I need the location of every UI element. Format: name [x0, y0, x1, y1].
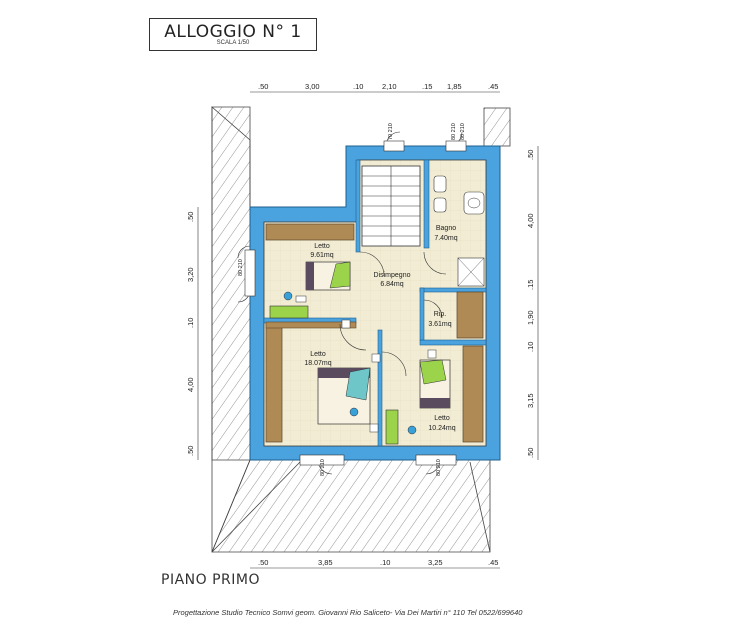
door-tag-f: 80 210 — [460, 123, 466, 140]
dimension-lines — [197, 91, 539, 569]
title-box: ALLOGGIO N° 1 SCALA 1/50 — [149, 18, 317, 51]
plan-scale: SCALA 1/50 — [216, 40, 250, 46]
wardrobes — [265, 223, 484, 443]
room-1-area: 6.84mq — [380, 281, 403, 288]
roof-area — [211, 106, 511, 553]
room-3-name: Rip. — [434, 311, 447, 318]
room-0-area: 9.61mq — [310, 252, 333, 259]
dim-right-2: .15 — [526, 280, 535, 290]
room-0-name: Letto — [314, 243, 330, 250]
window-openings — [244, 140, 467, 466]
dim-bottom-0: .50 — [258, 558, 268, 567]
credits-line: Progettazione Studio Tecnico Somvi geom.… — [173, 608, 523, 617]
door-tag-c: 80 210 — [238, 259, 244, 276]
dim-top-1: 3,00 — [305, 82, 320, 91]
dim-top-4: .15 — [422, 82, 432, 91]
room-3-area: 3.61mq — [428, 321, 451, 328]
dim-right-0: .50 — [526, 150, 535, 160]
dimension-labels-top: .50 3,00 .10 2,10 .15 1,85 .45 — [258, 82, 498, 91]
dim-left-2: .10 — [186, 318, 195, 328]
room-4-name: Letto — [310, 351, 326, 358]
staircase — [361, 165, 421, 247]
door-tag-d: 80 210 — [320, 459, 326, 476]
dim-right-1: 4,00 — [526, 213, 535, 228]
dim-left-1: 3,20 — [186, 267, 195, 282]
room-2-area: 7.40mq — [434, 235, 457, 242]
dim-top-0: .50 — [258, 82, 268, 91]
room-2-name: Bagno — [436, 225, 456, 232]
dim-left-3: 4,00 — [186, 377, 195, 392]
room-labels: Letto 9.61mq Disimpegno 6.84mq Bagno 7.4… — [304, 225, 457, 432]
room-5-area: 10.24mq — [428, 425, 455, 432]
dim-bottom-1: 3,85 — [318, 558, 333, 567]
bathroom-fixtures — [433, 175, 485, 287]
dimension-labels-bottom: .50 3,85 .10 3,25 .45 — [258, 558, 498, 567]
room-4-area: 18.07mq — [304, 360, 331, 367]
dim-left-0: .50 — [186, 212, 195, 222]
dim-top-6: .45 — [488, 82, 498, 91]
dim-left-4: .50 — [186, 446, 195, 456]
dimension-labels-right: .50 4,00 .15 1,90 .10 3,15 .50 — [526, 150, 535, 458]
dim-right-4: .10 — [526, 342, 535, 352]
dim-top-5: 1,85 — [447, 82, 462, 91]
dim-right-6: .50 — [526, 448, 535, 458]
room-5-name: Letto — [434, 415, 450, 422]
dim-top-3: 2,10 — [382, 82, 397, 91]
desks — [269, 291, 437, 445]
dim-bottom-2: .10 — [380, 558, 390, 567]
dim-right-5: 3,15 — [526, 393, 535, 408]
door-tag-e: 80 210 — [436, 459, 442, 476]
door-tags: 70 210 80 210 80 210 80 210 80 210 80 21… — [238, 123, 466, 476]
door-tag-b: 80 210 — [451, 123, 457, 140]
dim-right-3: 1,90 — [526, 310, 535, 325]
beds — [305, 261, 451, 425]
dim-bottom-3: 3,25 — [428, 558, 443, 567]
plan-title: ALLOGGIO N° 1 — [164, 22, 302, 42]
dimension-labels-left: .50 3,20 .10 4,00 .50 — [186, 212, 195, 456]
door-tag-a: 70 210 — [388, 123, 394, 140]
floor-label: PIANO PRIMO — [161, 572, 260, 588]
dim-top-2: .10 — [353, 82, 363, 91]
dim-bottom-4: .45 — [488, 558, 498, 567]
door-swings — [237, 131, 463, 475]
room-1-name: Disimpegno — [374, 272, 411, 279]
